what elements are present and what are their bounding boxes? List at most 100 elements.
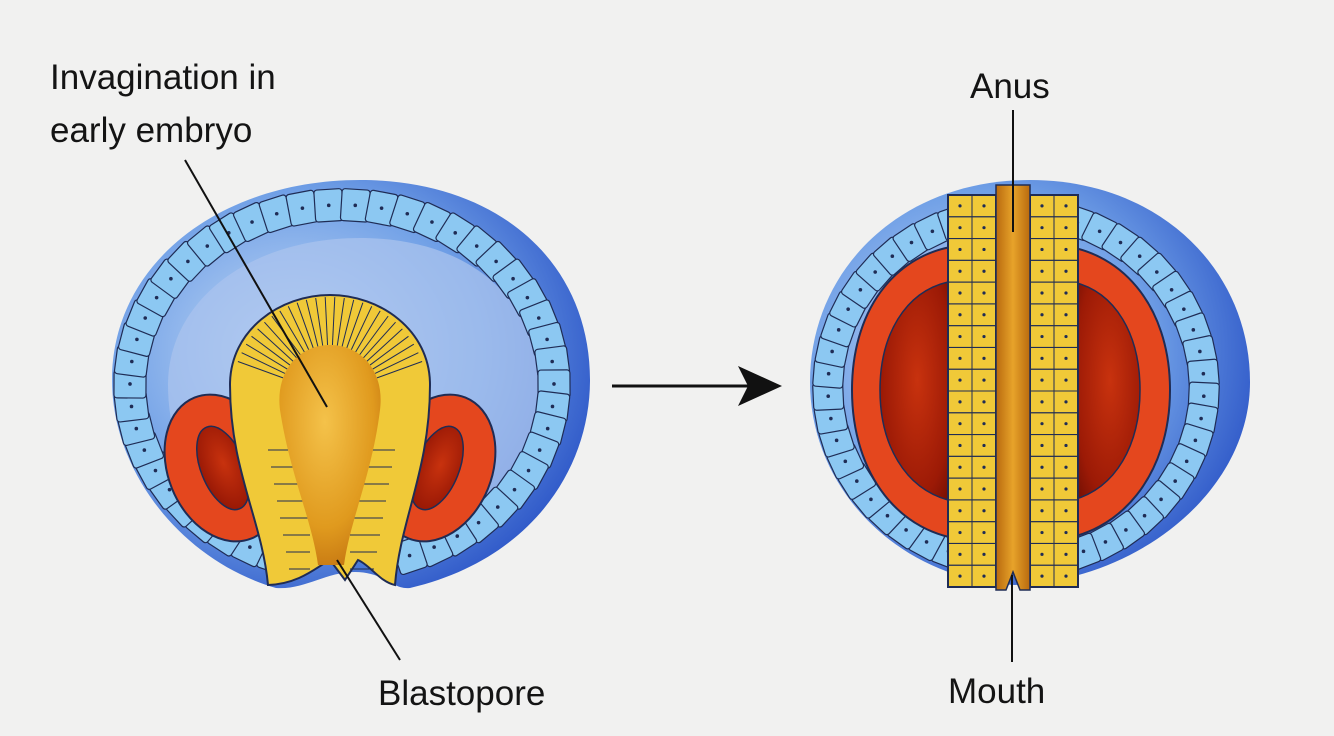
cell-nucleus [1040,400,1044,404]
endoderm-cells-right [947,194,1079,588]
cell-nucleus [855,479,859,483]
early-embryo-gastrula [112,180,590,589]
cell-nucleus [873,270,877,274]
cell-wall [237,361,284,379]
cell-wall [336,297,345,346]
cell-nucleus [474,244,479,248]
cell-nucleus [1137,254,1142,258]
cell-nucleus [186,259,190,264]
cell-nucleus [982,313,986,317]
cell-nucleus [885,513,890,518]
cell-nucleus [982,247,986,252]
cell-wall [279,310,305,353]
cell-nucleus [1201,394,1206,398]
cell-nucleus [958,269,962,273]
cell [1053,564,1079,588]
cell-wall [287,306,310,350]
cell-nucleus [134,426,139,431]
cell-wall [264,321,297,359]
label-invagination-line1: Invagination in [50,58,276,97]
cell-nucleus [1064,247,1068,252]
cell-nucleus [1142,513,1147,518]
cell-nucleus [1155,270,1159,274]
cell-nucleus [982,291,986,295]
cell-nucleus [1040,247,1044,252]
cell-wall [355,310,381,353]
cell-nucleus [552,382,556,386]
cell-nucleus [512,487,517,492]
cell-nucleus [982,422,986,426]
cell-nucleus [1064,269,1068,273]
cell-nucleus [958,247,962,252]
ectoderm-cells-left [113,188,571,576]
archenteron-lumen [279,345,381,565]
coelom-left [850,243,969,542]
cell-nucleus [958,487,962,491]
cell-nucleus [274,211,279,216]
cell-nucleus [455,534,460,538]
leader-invagination [184,159,328,408]
cell-nucleus [1064,226,1068,230]
cell-wall [324,297,329,346]
cell-wall [346,302,364,349]
cell-nucleus [958,509,962,513]
cell-nucleus [1040,269,1044,273]
cell-nucleus [1064,443,1068,448]
cell-nucleus [958,465,962,469]
cell-nucleus [982,574,986,578]
cell-nucleus [536,316,541,320]
cell-nucleus [1064,552,1068,556]
cell-wall [251,335,291,366]
cell-nucleus [1040,204,1044,208]
later-embryo-coelom [810,180,1250,591]
leader-blastopore [336,559,401,661]
cell-nucleus [130,359,134,364]
cell-nucleus [982,509,986,513]
cell-nucleus [143,316,148,320]
cell-nucleus [958,378,962,382]
cell-nucleus [1040,574,1044,578]
cell-wall [245,343,288,370]
cell-nucleus [1064,465,1068,469]
cell-nucleus [407,553,412,558]
cell-nucleus [1097,229,1102,234]
cell-nucleus [1064,487,1068,491]
cell-nucleus [1040,291,1044,295]
cell-nucleus [858,287,863,292]
cell-nucleus [537,448,542,452]
cell-nucleus [1040,356,1044,360]
cell-nucleus [135,337,139,342]
coelom-right [1052,243,1172,542]
endoderm-cells-left [237,297,423,570]
cell-nucleus [982,487,986,491]
cell-nucleus [1040,422,1044,426]
cell-nucleus [836,328,841,332]
cell-nucleus [958,313,962,317]
cell-wall [363,321,396,359]
cell-nucleus [930,229,935,234]
label-mouth: Mouth [948,672,1046,711]
cell-nucleus [1040,509,1044,513]
cell-nucleus [326,203,331,208]
cell-nucleus [982,204,986,208]
cell-nucleus [494,259,498,264]
cell-nucleus [1173,479,1177,483]
cell-nucleus [1193,438,1198,443]
cell-nucleus [830,349,834,354]
cell-nucleus [476,520,481,525]
label-invagination-line2: early embryo [50,111,253,150]
cell-wall [374,352,419,374]
cell-nucleus [495,505,500,509]
cell-wall [350,306,373,350]
cell-nucleus [1040,552,1044,556]
cell-nucleus [453,231,458,235]
cell-nucleus [982,400,986,404]
cell-nucleus [169,276,173,281]
cell-nucleus [379,206,384,210]
cell-nucleus [869,497,873,502]
cell-nucleus [843,459,848,464]
cell-nucleus [1040,487,1044,491]
cell-nucleus [1040,334,1044,339]
cell-nucleus [1159,497,1163,502]
